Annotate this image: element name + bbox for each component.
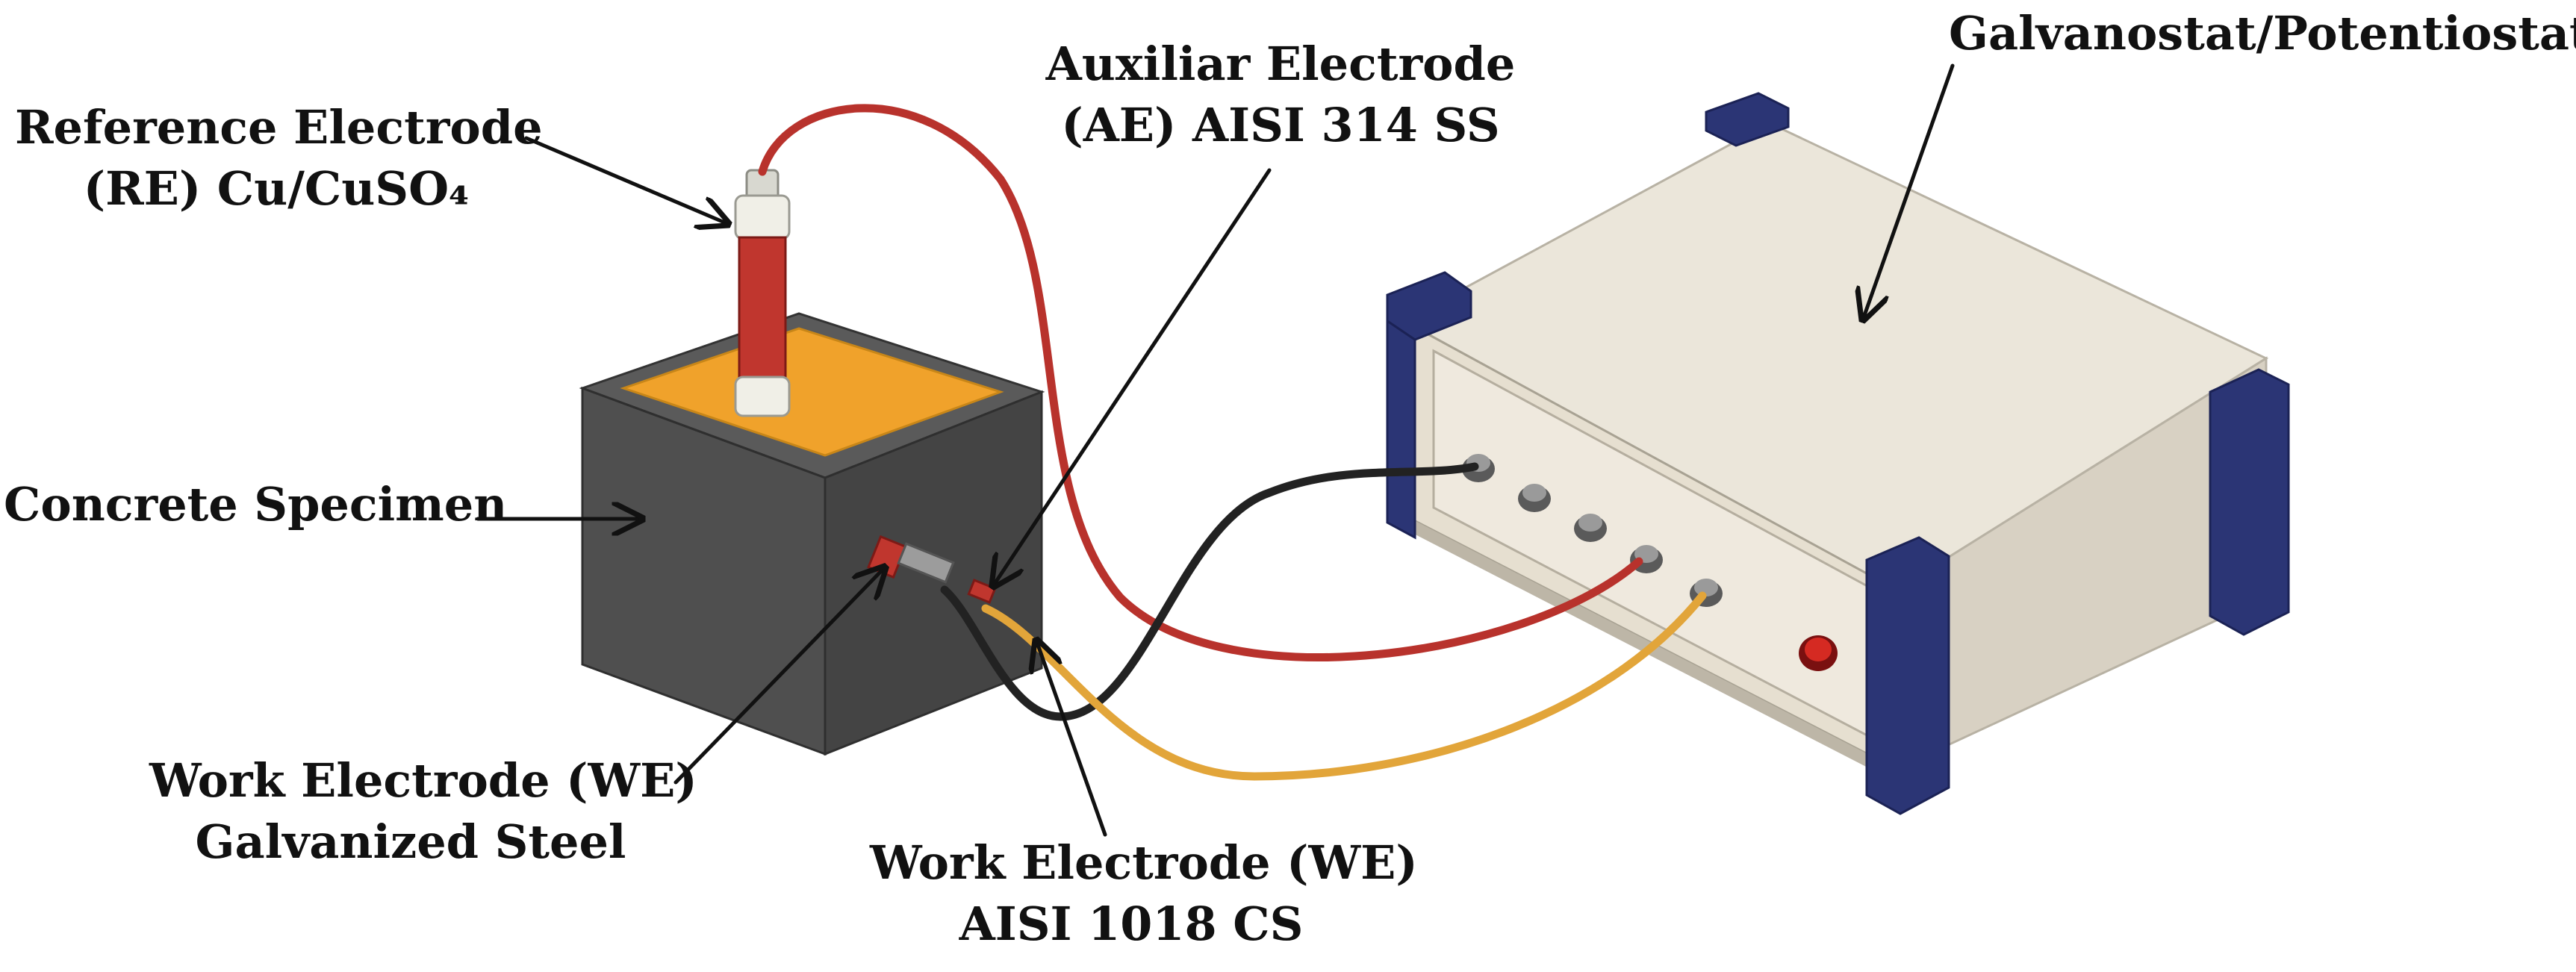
we-cs-line1: Work Electrode (WE) [870, 835, 1418, 890]
re-cap [734, 194, 791, 240]
cable-red-reference [758, 104, 1643, 661]
arrow-auxiliar [993, 168, 1272, 586]
corner-back-top [1705, 92, 1790, 147]
auxiliar-electrode-label: Auxiliar Electrode (AE) AISI 314 SS [1042, 34, 1519, 156]
arrow-we-galvanized [673, 567, 885, 785]
reference-label-line1: Reference Electrode [15, 100, 543, 155]
auxiliar-label-line1: Auxiliar Electrode [1045, 37, 1516, 91]
arrow-we-cs [1036, 641, 1107, 837]
connector-3 [1574, 514, 1607, 542]
callout-arrows [476, 63, 1955, 837]
we-galvanized-line2: Galvanized Steel [195, 814, 626, 869]
re-base [734, 376, 791, 417]
concrete-specimen [579, 312, 1045, 756]
reference-electrode-label: Reference Electrode (RE) Cu/CuSO₄ [15, 97, 543, 219]
re-body [738, 236, 787, 382]
concrete-label-text: Concrete Specimen [4, 477, 508, 532]
we-galvanized-label: Work Electrode (WE) Galvanized Steel [149, 750, 697, 873]
galvanostat-potentiostat [1386, 92, 2290, 815]
we-carbon-steel-label: Work Electrode (WE) AISI 1018 CS [870, 832, 1418, 955]
concrete-specimen-label: Concrete Specimen [4, 474, 508, 535]
arrow-galvanostat [1863, 63, 1955, 320]
corner-front-right [1865, 536, 1950, 815]
we-cs-line2: AISI 1018 CS [959, 897, 1304, 951]
corner-front-left-bottom [1386, 319, 1416, 540]
galvanostat-label-text: Galvanostat/Potentiostat [1949, 6, 2576, 60]
power-button [1799, 635, 1838, 671]
reference-label-line2: (RE) Cu/CuSO₄ [83, 161, 470, 216]
galvanostat-label: Galvanostat/Potentiostat [1949, 3, 2576, 64]
auxiliar-electrode-tip [967, 579, 997, 604]
we-galvanized-line1: Work Electrode (WE) [149, 753, 697, 808]
connector-2 [1518, 484, 1551, 512]
cable-black [940, 462, 1479, 721]
auxiliar-label-line2: (AE) AISI 314 SS [1061, 98, 1500, 152]
corner-right-top [2209, 368, 2290, 636]
reference-electrode [734, 169, 791, 417]
arrow-reference [524, 136, 728, 224]
